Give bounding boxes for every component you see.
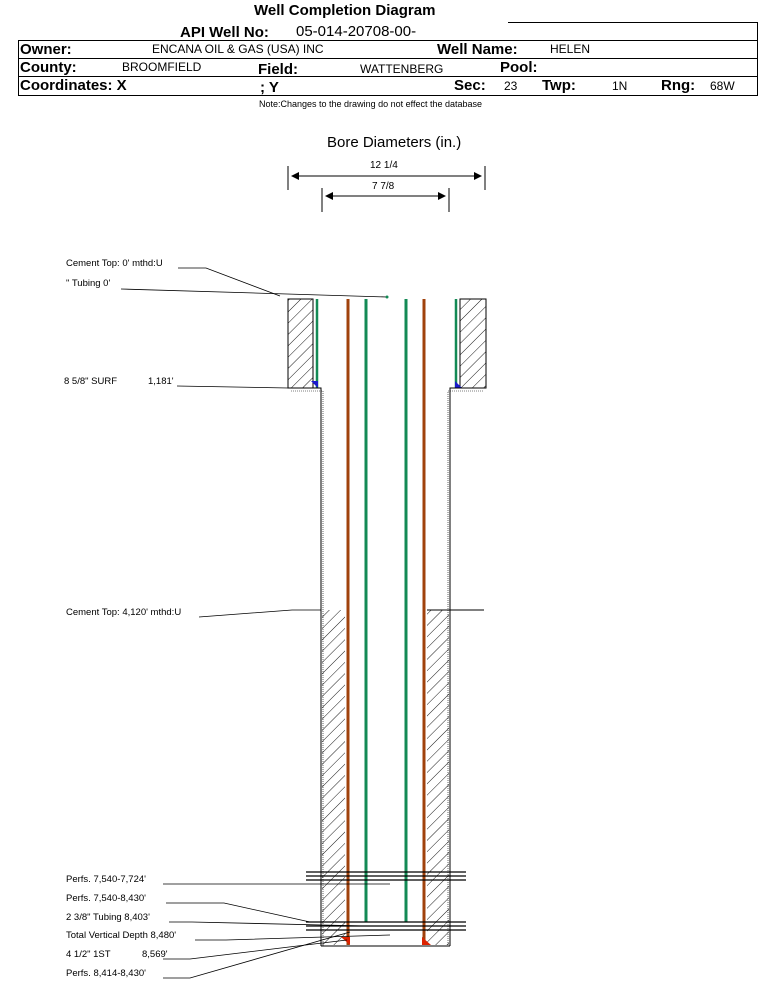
- header-left-edge: [18, 40, 19, 95]
- owner-value: ENCANA OIL & GAS (USA) INC: [152, 42, 324, 56]
- hole-wall-left-inner: [291, 390, 324, 946]
- well-name-label: Well Name:: [437, 41, 518, 58]
- production-shoe-right: [422, 937, 431, 945]
- hole-wall-right-inner: [447, 390, 483, 946]
- outer-bore-diameter: 12 1/4: [370, 160, 398, 171]
- leader-tvd: [195, 934, 391, 941]
- header-top-rule: [508, 22, 758, 23]
- rng-value: 68W: [710, 79, 735, 93]
- label-tubing: 2 3/8" Tubing 8,403': [66, 912, 150, 923]
- owner-label: Owner:: [20, 41, 72, 58]
- field-label: Field:: [258, 61, 298, 78]
- label-perfs-1: Perfs. 7,540-7,724': [66, 874, 146, 885]
- label-production-casing-depth: 8,569': [142, 949, 168, 960]
- well-name-value: HELEN: [550, 42, 591, 56]
- bore-diameters-title: Bore Diameters (in.): [327, 134, 462, 151]
- api-value: 05-014-20708-00-: [296, 23, 417, 40]
- hole-wall-right: [449, 387, 486, 946]
- leader-tubing: [169, 921, 367, 927]
- tubing-top-marker: [385, 295, 389, 299]
- leader-cement-top-2: [198, 609, 321, 618]
- header-rule-3: [18, 76, 758, 77]
- leader-perfs-2: [166, 902, 311, 923]
- production-shoe-left: [341, 937, 350, 945]
- label-surface-casing-depth: 1,181': [148, 376, 174, 387]
- coordinates-label: Coordinates: X: [20, 77, 127, 94]
- sec-value: 23: [504, 79, 518, 93]
- production-cement-right: [427, 610, 449, 945]
- leader-tubing-top: [120, 288, 388, 298]
- leader-cement-top-1: [178, 267, 281, 297]
- leader-perfs-3: [163, 931, 351, 979]
- hole-wall-left: [288, 387, 322, 946]
- county-value: BROOMFIELD: [122, 60, 202, 74]
- surface-cement-right: [459, 298, 487, 389]
- header-rule-4: [18, 95, 758, 96]
- field-value: WATTENBERG: [360, 62, 444, 76]
- header-rule-2: [18, 58, 758, 59]
- twp-label: Twp:: [542, 77, 576, 94]
- leader-production-casing: [163, 939, 348, 960]
- surface-shoe-right: [455, 381, 462, 388]
- label-production-casing: 4 1/2" 1ST: [66, 949, 111, 960]
- rng-label: Rng:: [661, 77, 696, 94]
- leader-surface-casing: [176, 385, 289, 389]
- api-label: API Well No:: [180, 24, 269, 41]
- production-cement-left: [322, 610, 345, 945]
- inner-bore-diameter: 7 7/8: [372, 181, 395, 192]
- coordinates-y-label: ; Y: [260, 79, 279, 96]
- label-perfs-2: Perfs. 7,540-8,430': [66, 893, 146, 904]
- header-rule-1: [18, 40, 758, 41]
- label-surface-casing: 8 5/8" SURF: [64, 376, 118, 387]
- header-right-edge: [757, 22, 758, 95]
- surface-cement-left: [287, 298, 314, 389]
- label-cement-top-1: Cement Top: 0' mthd:U: [66, 258, 163, 269]
- label-perfs-3: Perfs. 8,414-8,430': [66, 968, 146, 979]
- label-cement-top-2: Cement Top: 4,120' mthd:U: [66, 607, 182, 618]
- page-title: Well Completion Diagram: [254, 2, 436, 19]
- sec-label: Sec:: [454, 77, 486, 94]
- pool-label: Pool:: [500, 59, 538, 76]
- label-tvd: Total Vertical Depth 8,480': [66, 930, 177, 941]
- label-tubing-top: " Tubing 0': [66, 278, 111, 289]
- twp-value: 1N: [612, 79, 628, 93]
- surface-shoe-left: [311, 381, 318, 388]
- database-note: Note:Changes to the drawing do not effec…: [259, 99, 482, 109]
- county-label: County:: [20, 59, 77, 76]
